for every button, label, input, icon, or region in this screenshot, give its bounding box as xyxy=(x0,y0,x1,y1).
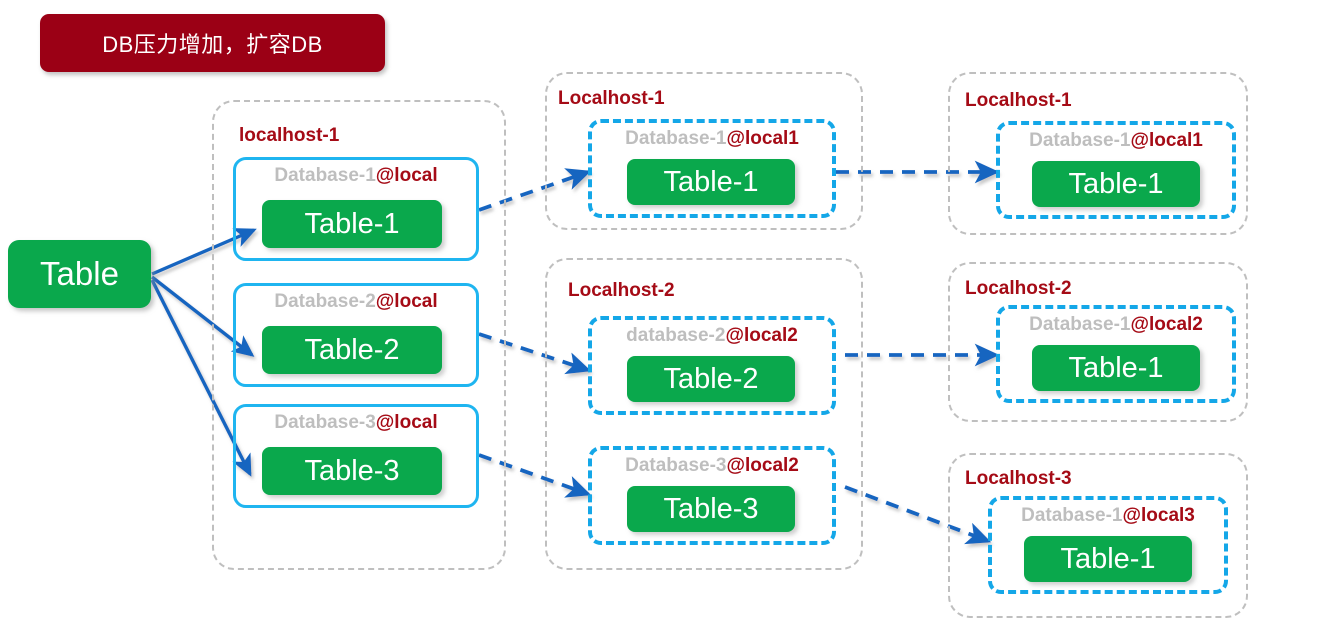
db-suffix-s1-db3: @local xyxy=(375,412,438,433)
db-name-s3-db2: Database-1 xyxy=(1029,314,1131,335)
db-box-s3-db2[interactable]: Database-1@local2 Table-1 xyxy=(996,305,1236,403)
host-box-stage2-localhost-1[interactable] xyxy=(545,72,863,230)
host-label-stage3-localhost-1: Localhost-1 xyxy=(965,90,1072,111)
host-label-stage2-localhost-2: Localhost-2 xyxy=(568,280,675,301)
table-chip-label-s3-db3: Table-1 xyxy=(1060,542,1156,575)
source-table-node[interactable]: Table xyxy=(8,240,151,308)
db-box-s3-db3[interactable]: Database-1@local3 Table-1 xyxy=(988,496,1228,594)
db-label-s2-db1: Database-1@local1 xyxy=(592,128,832,150)
title-banner-text: DB压力增加，扩容DB xyxy=(102,32,323,57)
db-suffix-s2-db2: @local2 xyxy=(725,325,798,346)
db-label-s3-db1: Database-1@local1 xyxy=(1000,130,1232,152)
table-chip-s3-db3[interactable]: Table-1 xyxy=(1024,536,1192,582)
table-chip-s1-db1[interactable]: Table-1 xyxy=(262,200,442,248)
db-label-s1-db1: Database-1@local xyxy=(236,165,476,187)
table-chip-label-s2-db1: Table-1 xyxy=(663,165,759,198)
table-chip-s2-db1[interactable]: Table-1 xyxy=(627,159,795,205)
table-chip-s1-db2[interactable]: Table-2 xyxy=(262,326,442,374)
db-box-s3-db1[interactable]: Database-1@local1 Table-1 xyxy=(996,121,1236,219)
db-label-s1-db3: Database-3@local xyxy=(236,412,476,434)
db-suffix-s2-db3: @local2 xyxy=(726,455,799,476)
db-label-s2-db3: Database-3@local2 xyxy=(592,455,832,477)
host-box-stage3-localhost-3[interactable] xyxy=(948,453,1248,618)
db-name-s1-db2: Database-2 xyxy=(274,291,376,312)
table-chip-s1-db3[interactable]: Table-3 xyxy=(262,447,442,495)
db-suffix-s1-db1: @local xyxy=(375,165,438,186)
table-chip-s2-db2[interactable]: Table-2 xyxy=(627,356,795,402)
table-chip-s2-db3[interactable]: Table-3 xyxy=(627,486,795,532)
table-chip-label-s3-db2: Table-1 xyxy=(1068,351,1164,384)
host-box-stage3-localhost-1[interactable] xyxy=(948,72,1248,235)
db-name-s3-db3: Database-1 xyxy=(1021,505,1123,526)
table-chip-s3-db1[interactable]: Table-1 xyxy=(1032,161,1200,207)
db-label-s3-db2: Database-1@local2 xyxy=(1000,314,1232,336)
host-label-stage3-localhost-3: Localhost-3 xyxy=(965,468,1072,489)
table-chip-label-s2-db3: Table-3 xyxy=(663,492,759,525)
db-label-s1-db2: Database-2@local xyxy=(236,291,476,313)
db-name-s1-db3: Database-3 xyxy=(274,412,376,433)
db-name-s2-db1: Database-1 xyxy=(625,128,727,149)
host-label-stage2-localhost-1: Localhost-1 xyxy=(558,88,665,109)
table-chip-label-s3-db1: Table-1 xyxy=(1068,167,1164,200)
db-box-s2-db2[interactable]: database-2@local2 Table-2 xyxy=(588,316,836,415)
db-suffix-s3-db1: @local1 xyxy=(1130,130,1203,151)
db-suffix-s1-db2: @local xyxy=(375,291,438,312)
host-box-stage1-localhost-1[interactable] xyxy=(212,100,506,570)
db-label-s2-db2: database-2@local2 xyxy=(592,325,832,347)
db-name-s2-db3: Database-3 xyxy=(625,455,727,476)
db-box-s2-db3[interactable]: Database-3@local2 Table-3 xyxy=(588,446,836,545)
db-name-s2-db2: database-2 xyxy=(626,325,726,346)
table-chip-label-s1-db2: Table-2 xyxy=(304,333,400,366)
host-box-stage2-localhost-2[interactable] xyxy=(545,258,863,570)
host-label-stage1-localhost-1: localhost-1 xyxy=(239,125,340,146)
db-box-s1-db2[interactable]: Database-2@local Table-2 xyxy=(233,283,479,387)
table-chip-label-s1-db3: Table-3 xyxy=(304,454,400,487)
source-table-label: Table xyxy=(40,255,119,292)
db-label-s3-db3: Database-1@local3 xyxy=(992,505,1224,527)
table-chip-s3-db2[interactable]: Table-1 xyxy=(1032,345,1200,391)
host-label-stage3-localhost-2: Localhost-2 xyxy=(965,278,1072,299)
host-box-stage3-localhost-2[interactable] xyxy=(948,262,1248,422)
db-suffix-s2-db1: @local1 xyxy=(726,128,799,149)
db-suffix-s3-db2: @local2 xyxy=(1130,314,1203,335)
db-suffix-s3-db3: @local3 xyxy=(1122,505,1195,526)
db-box-s1-db3[interactable]: Database-3@local Table-3 xyxy=(233,404,479,508)
table-chip-label-s2-db2: Table-2 xyxy=(663,362,759,395)
db-box-s1-db1[interactable]: Database-1@local Table-1 xyxy=(233,157,479,261)
table-chip-label-s1-db1: Table-1 xyxy=(304,207,400,240)
db-box-s2-db1[interactable]: Database-1@local1 Table-1 xyxy=(588,119,836,218)
db-name-s3-db1: Database-1 xyxy=(1029,130,1131,151)
db-name-s1-db1: Database-1 xyxy=(274,165,376,186)
title-banner: DB压力增加，扩容DB xyxy=(40,14,385,72)
